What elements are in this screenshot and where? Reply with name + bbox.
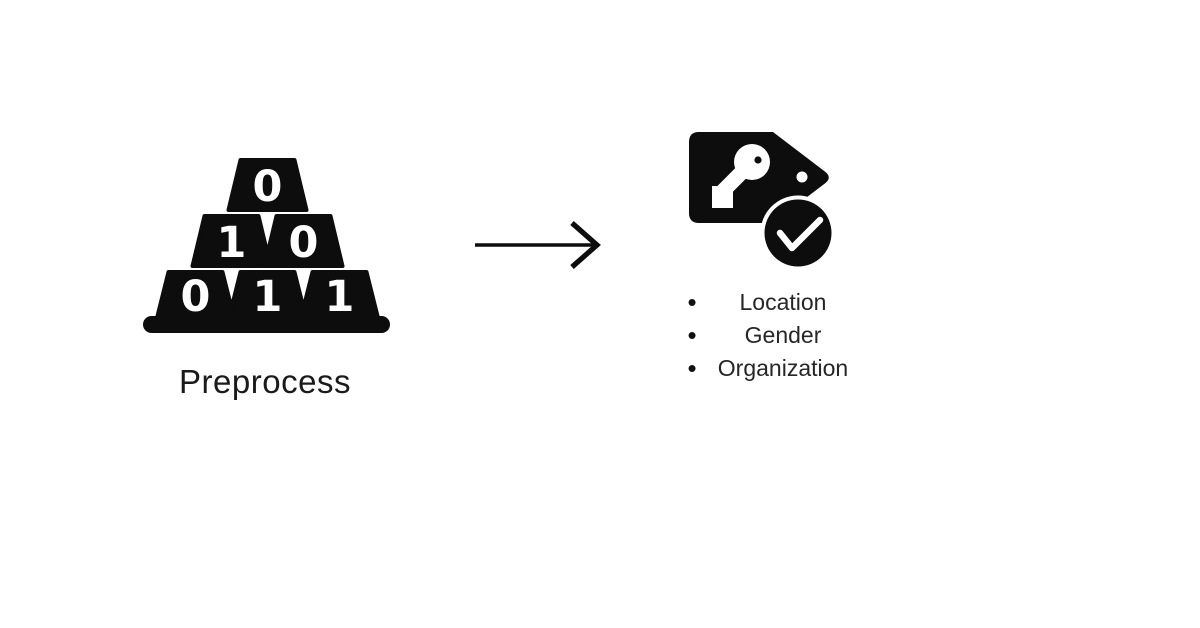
arrow-head — [570, 221, 601, 269]
binary-digit: 1 — [253, 272, 283, 322]
tag-key-check-icon — [689, 132, 836, 271]
binary-digit: 0 — [253, 162, 283, 212]
check-icon — [760, 195, 836, 271]
binary-pyramid-icon: 0 1 0 0 1 1 — [143, 158, 390, 333]
bullet-icon: • — [687, 287, 697, 317]
binary-digit: 1 — [217, 218, 247, 268]
binary-digit: 1 — [325, 272, 355, 322]
binary-digit: 0 — [289, 218, 319, 268]
list-item-label: Gender — [744, 322, 822, 348]
list-item-label: Organization — [717, 355, 849, 381]
entity-list: • Location • Gender • Organization — [680, 286, 862, 385]
list-item: • Organization — [680, 352, 862, 385]
list-item: • Location — [680, 286, 862, 319]
list-item-label: Location — [739, 289, 827, 315]
right-arrow-icon — [475, 221, 601, 269]
list-item: • Gender — [680, 319, 862, 352]
bullet-icon: • — [687, 320, 697, 350]
pyramid-block — [226, 158, 309, 212]
pyramid-base — [143, 316, 390, 333]
tag-hole — [796, 171, 808, 183]
preprocess-label: Preprocess — [179, 363, 351, 400]
pyramid-block — [190, 214, 273, 268]
bullet-icon: • — [687, 353, 697, 383]
pyramid-block — [262, 214, 345, 268]
binary-digit: 0 — [181, 272, 211, 322]
key-icon — [712, 144, 770, 208]
